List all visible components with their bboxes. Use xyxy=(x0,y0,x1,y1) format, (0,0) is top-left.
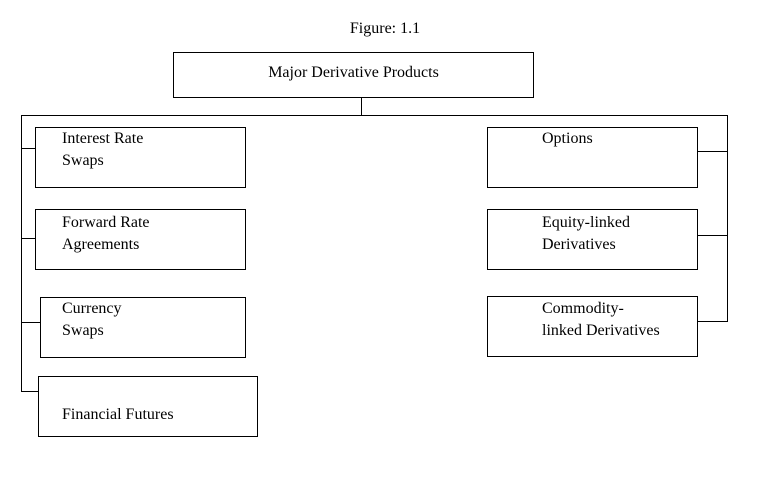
interest-rate-swaps-label: Interest Rate Swaps xyxy=(62,130,144,169)
commodity-linked-derivatives-label: Commodity- linked Derivatives xyxy=(542,300,660,339)
options-box: Options xyxy=(487,127,698,188)
major-derivative-products-box: Major Derivative Products xyxy=(173,52,534,98)
currency-swaps-box: Currency Swaps xyxy=(40,297,246,358)
currency-swaps-label: Currency Swaps xyxy=(62,300,122,339)
financial-futures-box: Financial Futures xyxy=(38,376,258,437)
forward-rate-agreements-label: Forward Rate Agreements xyxy=(62,214,150,253)
forward-rate-agreements-box: Forward Rate Agreements xyxy=(35,209,246,270)
figure-caption: Figure: 1.1 xyxy=(349,20,421,37)
root-label: Major Derivative Products xyxy=(268,64,439,81)
equity-linked-derivatives-label: Equity-linked Derivatives xyxy=(542,214,630,253)
equity-linked-derivatives-box: Equity-linked Derivatives xyxy=(487,209,698,270)
financial-futures-label: Financial Futures xyxy=(62,406,174,423)
commodity-linked-derivatives-box: Commodity- linked Derivatives xyxy=(487,296,698,357)
interest-rate-swaps-box: Interest Rate Swaps xyxy=(35,127,246,188)
options-label: Options xyxy=(542,130,593,147)
